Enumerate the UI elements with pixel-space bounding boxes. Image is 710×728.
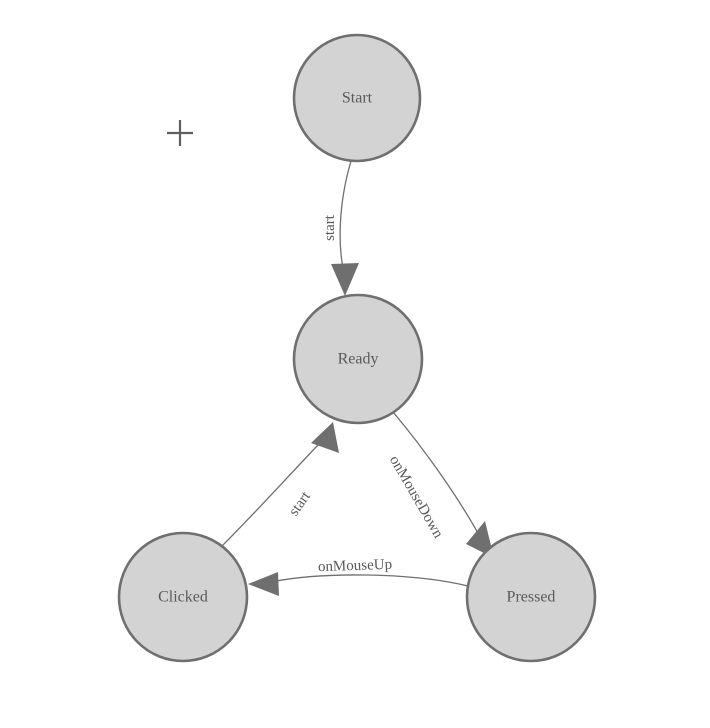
node-ready-label: Ready [338,351,379,368]
crosshair-icon [167,120,193,146]
node-start-circle[interactable] [292,33,422,163]
arrowhead-clicked-to-ready [311,422,339,453]
node-clicked[interactable]: Clicked [117,531,249,663]
edge-label-ready-to-pressed: onMouseDown [386,453,446,542]
edge-line-clicked-to-ready [221,444,319,547]
edge-start-to-ready[interactable]: start [322,160,359,296]
edge-ready-to-pressed[interactable]: onMouseDown [386,411,494,558]
node-ready-circle[interactable] [292,293,424,425]
node-pressed[interactable]: Pressed [465,531,597,663]
arrowhead-start-to-ready [331,263,359,296]
edge-label-start-to-ready: start [322,214,338,241]
node-start-label: Start [342,90,373,107]
edge-clicked-to-ready[interactable]: start [221,422,339,547]
edge-pressed-to-clicked[interactable]: onMouseUp [248,557,469,596]
edge-line-pressed-to-clicked [270,574,469,587]
edge-line-ready-to-pressed [392,411,480,536]
edge-label-pressed-to-clicked: onMouseUp [318,557,393,576]
node-pressed-circle[interactable] [465,531,597,663]
node-clicked-circle[interactable] [117,531,249,663]
edge-label-clicked-to-ready: start [286,488,314,519]
node-start[interactable]: Start [292,33,422,163]
edge-line-start-to-ready [339,160,352,273]
node-ready[interactable]: Ready [292,293,424,425]
node-pressed-label: Pressed [507,589,556,606]
node-clicked-label: Clicked [158,589,208,606]
arrowhead-pressed-to-clicked [248,572,279,596]
